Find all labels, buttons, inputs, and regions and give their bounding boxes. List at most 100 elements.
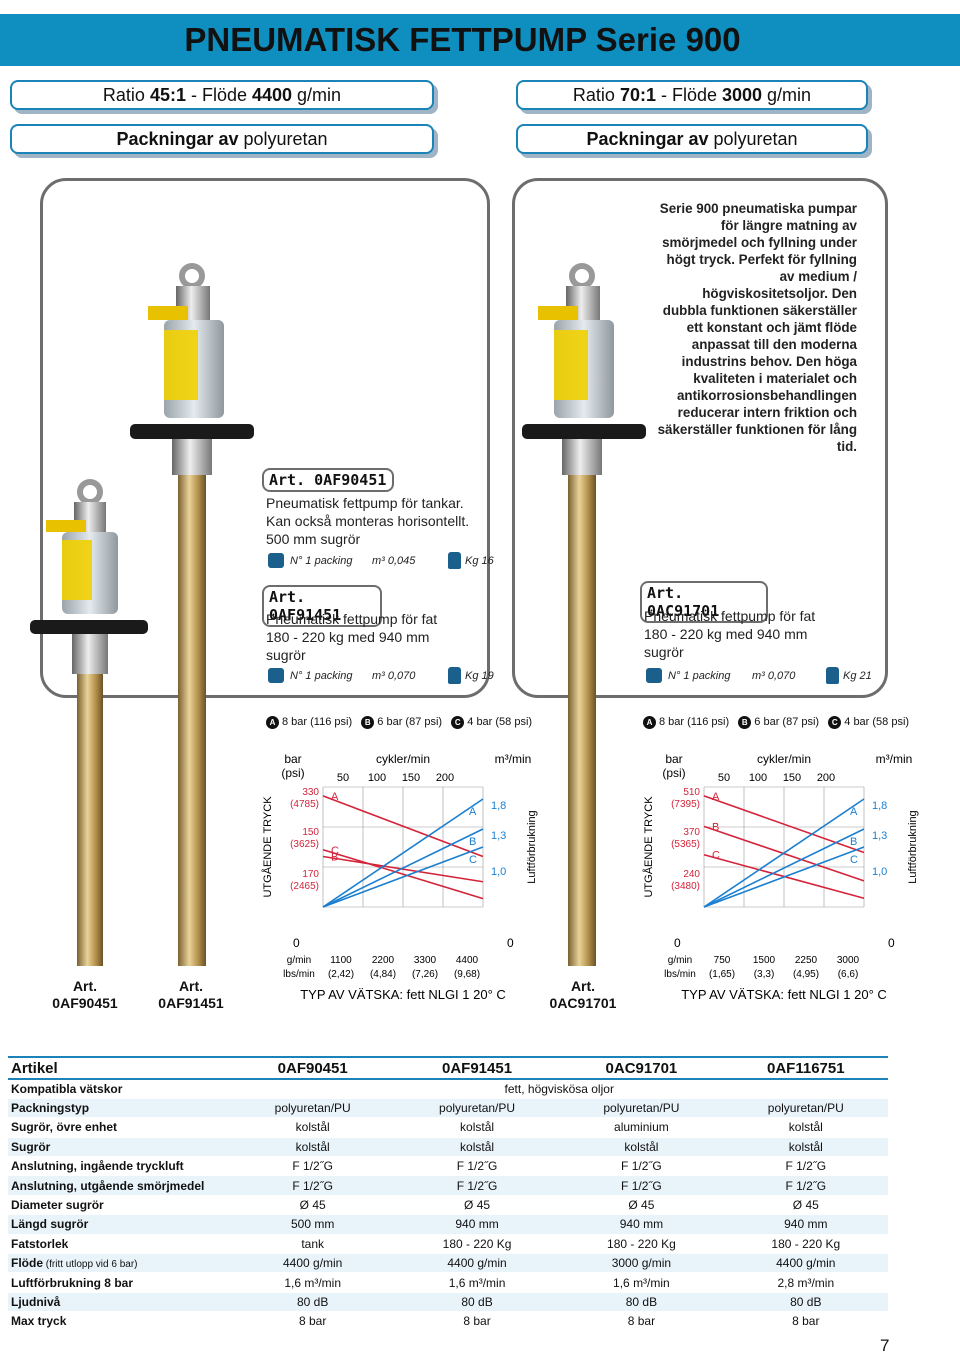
y-side-label: UTGÅENDE TRYCK — [642, 796, 655, 898]
series-line-pressure-a — [703, 795, 865, 854]
table-cell: 8 bar — [394, 1311, 560, 1332]
series-label-pressure-c: C — [331, 845, 339, 857]
zero-label-right: 0 — [888, 936, 895, 950]
y-tick-label: (4785) — [290, 799, 319, 810]
right-ratio-pill: Ratio 70:1 - Flöde 3000 g/min — [516, 80, 868, 110]
pump-0af91451-image — [130, 263, 254, 966]
table-cell: aluminium — [559, 1117, 724, 1138]
flow-value: 4400 — [456, 955, 479, 966]
lbs-value: (6,6) — [838, 969, 859, 980]
table-cell: 2,8 m³/min — [723, 1272, 888, 1293]
row-label: Kompatibla vätskor — [8, 1079, 231, 1099]
series-line-air-a — [322, 798, 484, 908]
y2-tick-label: 1,8 — [872, 800, 887, 812]
weight-icon — [448, 667, 461, 684]
table-cell: 80 dB — [230, 1292, 395, 1313]
packing-0af90451: N° 1 packing — [290, 555, 353, 567]
table-cell: 4400 g/min — [394, 1253, 560, 1274]
y-tick-label: 240 — [683, 869, 700, 880]
table-cell: fett, högviskösa oljor — [230, 1079, 888, 1099]
table-header-cell: Artikel — [8, 1056, 231, 1080]
table-cell: Ø 45 — [394, 1195, 560, 1216]
table-cell: 1,6 m³/min — [559, 1272, 724, 1293]
packing-0af91451: N° 1 packing — [290, 670, 353, 682]
table-cell: Ø 45 — [230, 1195, 395, 1216]
fluid-type-label: TYP AV VÄTSKA: fett NLGI 1 20° C — [300, 987, 506, 1002]
lbs-value: (2,42) — [328, 969, 354, 980]
table-cell: 180 - 220 Kg — [723, 1234, 888, 1255]
table-cell: 80 dB — [559, 1292, 724, 1313]
row-label: Max tryck — [8, 1311, 231, 1332]
page-number: 7 — [880, 1336, 890, 1355]
flow-row-label: g/min — [668, 955, 692, 966]
series-line-pressure-b — [322, 855, 484, 883]
table-cell: F 1/2˝G — [559, 1175, 724, 1196]
table-header-cell: 0AF91451 — [394, 1056, 560, 1080]
table-cell: 8 bar — [723, 1311, 888, 1332]
left-ratio-pill: Ratio 45:1 - Flöde 4400 g/min — [10, 80, 434, 110]
table-cell: 940 mm — [559, 1214, 724, 1235]
pump-label-0af91451: Art. 0AF91451 — [158, 978, 224, 1011]
series-line-air-c — [703, 846, 865, 908]
table-cell: 1,6 m³/min — [230, 1272, 395, 1293]
volume-0ac91701: m³ 0,070 — [752, 670, 796, 682]
pump-illustrations — [30, 263, 646, 966]
flow-value: 2200 — [372, 955, 395, 966]
table-cell: 180 - 220 Kg — [394, 1234, 560, 1255]
series-label-air-a: A — [850, 806, 858, 818]
y-axis-unit: bar — [665, 752, 682, 766]
y-tick-label: 510 — [683, 787, 700, 798]
flow-value: 2250 — [795, 955, 818, 966]
y2-side-label: Luftförbrukning — [907, 810, 919, 883]
weight-icon — [448, 552, 461, 569]
table-cell: F 1/2˝G — [394, 1156, 560, 1177]
row-label: Längd sugrör — [8, 1214, 231, 1235]
weight-0ac91701: Kg 21 — [843, 670, 872, 682]
table-header-cell: 0AF90451 — [230, 1056, 395, 1080]
series-label-air-a: A — [469, 806, 477, 818]
series-line-air-a — [703, 798, 865, 908]
table-cell: kolstål — [230, 1137, 395, 1158]
y2-side-label: Luftförbrukning — [526, 810, 538, 883]
y2-tick-label: 1,0 — [491, 866, 506, 878]
series-line-pressure-c — [322, 848, 484, 900]
y-tick-label: 330 — [302, 787, 319, 798]
y-tick-label: (2465) — [290, 881, 319, 892]
pump-label-0ac91701: Art. 0AC91701 — [549, 978, 617, 1011]
table-cell: 3000 g/min — [559, 1253, 724, 1274]
legend-badge-c: C — [828, 716, 842, 729]
table-cell: F 1/2˝G — [723, 1156, 888, 1177]
series-label-pressure-a: A — [331, 791, 339, 803]
y-tick-label: (3625) — [290, 839, 319, 850]
series-label-pressure-b: B — [712, 821, 719, 833]
x-tick-label: 200 — [817, 772, 835, 784]
flow-value: 750 — [714, 955, 731, 966]
flow-value: 3000 — [837, 955, 860, 966]
x-tick-label: 150 — [783, 772, 801, 784]
table-cell: kolstål — [559, 1137, 724, 1158]
row-label-note: (fritt utlopp vid 6 bar) — [43, 1259, 138, 1271]
table-cell: kolstål — [394, 1117, 560, 1138]
art-number-0af91451: Art. 0AF91451 — [262, 585, 382, 627]
table-cell: 500 mm — [230, 1214, 395, 1235]
series-line-pressure-a — [322, 795, 484, 858]
table-cell: polyuretan/PU — [723, 1098, 888, 1119]
y-tick-label: (7395) — [671, 799, 700, 810]
y2-tick-label: 1,8 — [491, 800, 506, 812]
table-cell: kolstål — [723, 1137, 888, 1158]
weight-0af91451: Kg 19 — [465, 670, 494, 682]
series-label-pressure-c: C — [712, 850, 720, 862]
table-cell: Ø 45 — [723, 1195, 888, 1216]
x-tick-label: 100 — [368, 772, 386, 784]
product-description-0af90451: Pneumatisk fettpump för tankar. Kan ocks… — [266, 495, 470, 547]
row-label: Packningstyp — [8, 1098, 231, 1119]
row-label: Anslutning, ingående tryckluft — [8, 1156, 231, 1177]
weight-icon — [826, 667, 839, 684]
